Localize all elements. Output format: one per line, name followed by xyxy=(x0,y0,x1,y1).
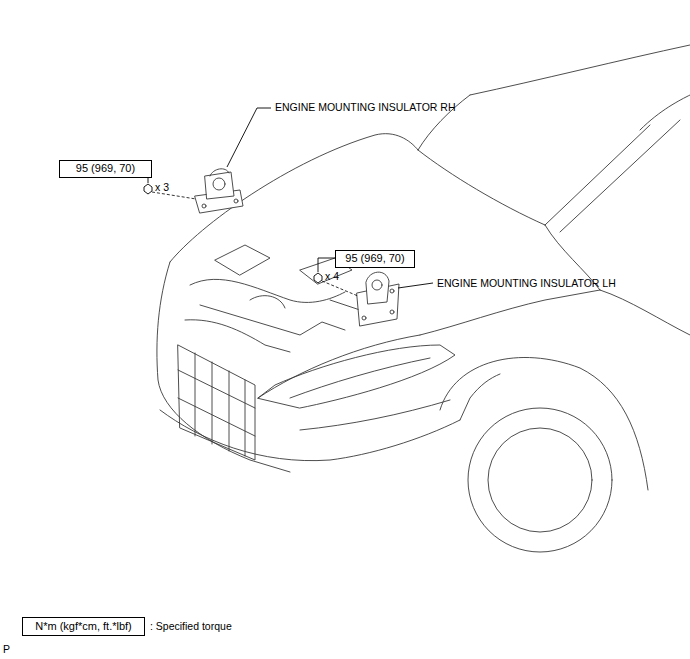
torque-value: 95 (969, 70) xyxy=(345,252,404,265)
quantity-label: x 3 xyxy=(155,181,169,194)
part-name: ENGINE MOUNTING INSULATOR LH xyxy=(437,277,616,290)
torque-box: 95 (969, 70) xyxy=(335,250,415,268)
legend-text: : Specified torque xyxy=(150,620,232,633)
legend-torque-box: N*m (kgf*cm, ft.*lbf) xyxy=(22,617,145,636)
torque-box: 95 (969, 70) xyxy=(59,160,152,178)
torque-value: 95 (969, 70) xyxy=(76,162,135,175)
quantity-label: x 4 xyxy=(325,270,339,283)
page-code: P xyxy=(3,643,10,656)
part-name: ENGINE MOUNTING INSULATOR RH xyxy=(275,101,455,114)
torque-value: N*m (kgf*cm, ft.*lbf) xyxy=(35,620,132,633)
